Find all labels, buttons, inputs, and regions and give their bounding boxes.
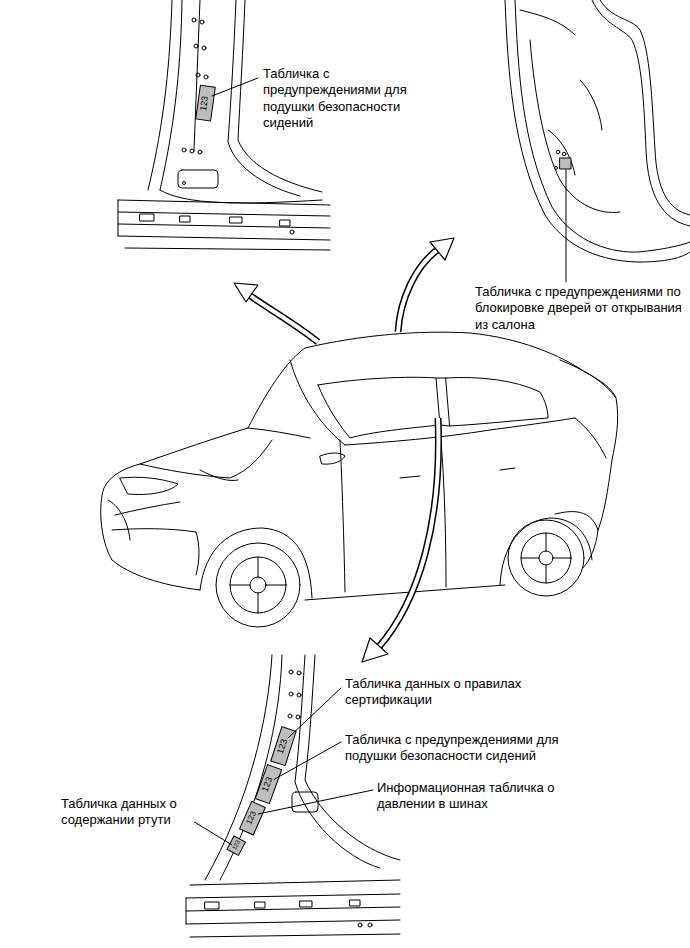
car-body xyxy=(101,332,618,627)
part-label: Табличка данных о правилах сертификации xyxy=(344,676,551,709)
view-arrows xyxy=(234,238,454,662)
part-label: Табличка с предупреждениями для подушки … xyxy=(262,66,444,131)
label-plate xyxy=(560,158,571,169)
label-plate xyxy=(196,85,216,121)
part-label: Информационная табличка о давлении в шин… xyxy=(376,780,573,813)
label-plates xyxy=(227,727,296,856)
part-label: Табличка данных о содержании ртути xyxy=(60,796,194,829)
part-label: Табличка с предупреждениями по блокировк… xyxy=(474,284,686,333)
leader-lines xyxy=(178,78,566,845)
part-label: Табличка с предупреждениями для подушки … xyxy=(344,732,586,765)
door-inset xyxy=(505,0,690,262)
